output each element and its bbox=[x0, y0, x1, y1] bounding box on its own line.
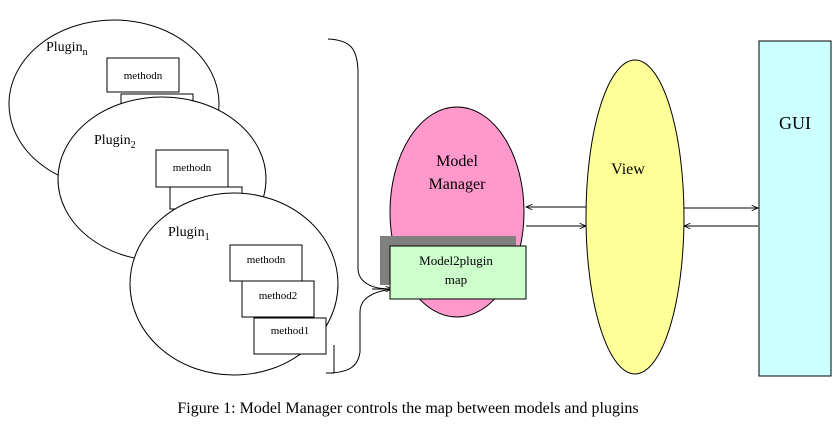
map-box-label-line2: map bbox=[445, 272, 467, 287]
plugin-1-title: Plugin1 bbox=[168, 225, 210, 243]
model-manager-label-line2: Manager bbox=[429, 176, 487, 193]
figure-caption: Figure 1: Model Manager controls the map… bbox=[177, 400, 638, 417]
gui: GUI bbox=[758, 40, 832, 377]
gui-box bbox=[758, 40, 832, 377]
view: View bbox=[585, 59, 685, 375]
plugin-1-method-2-box bbox=[241, 280, 315, 318]
map-box-label-line1: Model2plugin bbox=[419, 253, 493, 268]
plugin-1-method-1-label: method1 bbox=[271, 325, 310, 337]
view-ellipse bbox=[585, 59, 685, 375]
plugin-n-method-box bbox=[106, 57, 180, 93]
plugin-2-method-box bbox=[155, 149, 229, 188]
plugin-1-group: methodn method2 method1 Plugin1 bbox=[129, 192, 339, 376]
plugin-2-title: Plugin2 bbox=[94, 133, 136, 151]
plugin-2-method-label: methodn bbox=[173, 162, 212, 174]
view-label: View bbox=[611, 161, 645, 178]
gui-label: GUI bbox=[779, 113, 811, 133]
model-manager-label-line1: Model bbox=[436, 153, 478, 170]
plugin-1-method-n-label: methodn bbox=[247, 254, 286, 266]
plugins-brace-connector bbox=[325, 38, 393, 374]
model2plugin-map: Model2plugin map bbox=[380, 236, 527, 300]
map-box bbox=[389, 245, 527, 300]
plugin-1-method-1-box bbox=[253, 317, 327, 355]
plugin-1-method-2-label: method2 bbox=[259, 290, 298, 302]
plugin-n-title: Pluginn bbox=[46, 40, 88, 58]
plugin-n-method-label: methodn bbox=[124, 70, 163, 82]
